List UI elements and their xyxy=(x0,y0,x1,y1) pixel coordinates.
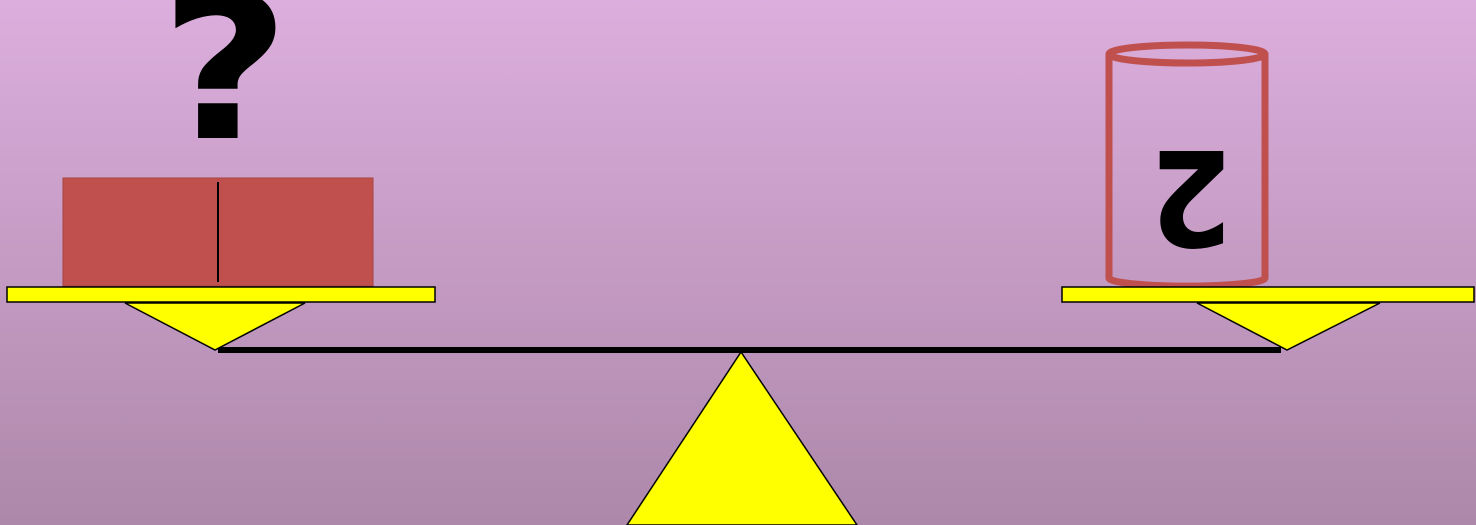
right-pan xyxy=(1062,287,1474,302)
known-weight-label: 2 xyxy=(1116,124,1266,267)
unknown-weight-question-mark: ? xyxy=(141,0,309,180)
brick-block-icon xyxy=(63,178,373,286)
left-pan xyxy=(7,287,435,302)
